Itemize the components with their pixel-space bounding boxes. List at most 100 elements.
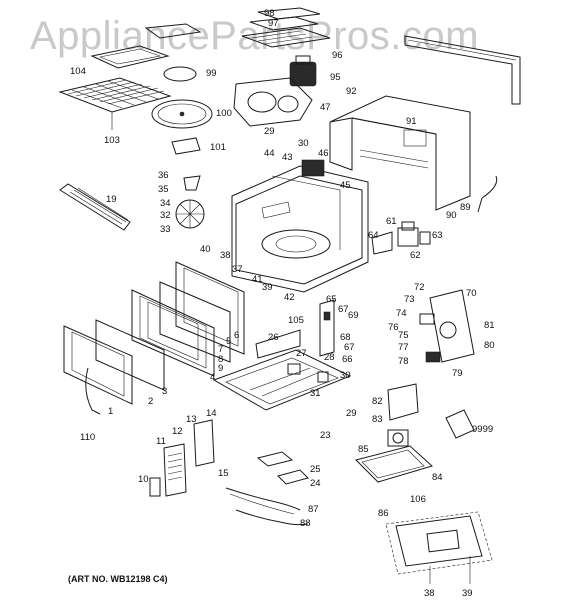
light-lens: [256, 451, 309, 485]
callout-68: 68: [340, 332, 351, 343]
callout-1: 1: [108, 406, 113, 417]
callout-38b: 38: [424, 588, 435, 599]
control-panel: [149, 419, 215, 497]
callout-42: 42: [284, 292, 295, 303]
outer-case: [329, 95, 471, 211]
grease-filter-stack: [241, 7, 331, 48]
door-choke: [95, 319, 165, 391]
callout-3: 3: [162, 386, 167, 397]
callout-9: 9: [218, 363, 223, 374]
callout-63: 63: [432, 230, 443, 241]
callout-67b: 67: [344, 342, 355, 353]
oven-rack: [58, 77, 172, 130]
callout-39b: 39: [462, 588, 473, 599]
callout-95: 95: [330, 72, 341, 83]
callout-90: 90: [446, 210, 457, 221]
callout-36: 36: [158, 170, 169, 181]
callout-62: 62: [410, 250, 421, 261]
callout-79: 79: [452, 368, 463, 379]
callout-32: 32: [160, 210, 171, 221]
callout-96: 96: [332, 50, 343, 61]
callout-80: 80: [484, 340, 495, 351]
callout-66: 66: [342, 354, 353, 365]
callout-2: 2: [148, 396, 153, 407]
callout-19: 19: [106, 194, 117, 205]
door-outer: [63, 325, 133, 405]
door-inner-frame: [175, 261, 245, 355]
callout-31: 31: [310, 388, 321, 399]
door-panel: [131, 289, 215, 377]
callout-100: 100: [216, 108, 232, 119]
roller-ring: [163, 66, 197, 82]
callout-27: 27: [296, 348, 307, 359]
callout-99: 99: [206, 68, 217, 79]
callout-8: 8: [218, 354, 223, 365]
callout-34: 34: [160, 198, 171, 209]
callout-47: 47: [320, 102, 331, 113]
callout-30a: 30: [298, 138, 309, 149]
callout-15: 15: [218, 468, 229, 479]
callout-91: 91: [406, 116, 417, 127]
callout-67a: 67: [338, 304, 349, 315]
callout-14: 14: [206, 408, 217, 419]
stirrer-blade: [175, 175, 205, 229]
callout-73: 73: [404, 294, 415, 305]
callout-69: 69: [348, 310, 359, 321]
callout-43: 43: [282, 152, 293, 163]
mounting-bracket: [404, 35, 521, 105]
callout-38a: 38: [220, 250, 231, 261]
callout-74: 74: [396, 308, 407, 319]
callout-41: 41: [252, 274, 263, 285]
control-frame: [419, 289, 475, 363]
callout-7: 7: [218, 344, 223, 355]
callout-81: 81: [484, 320, 495, 331]
turntable-tray: [151, 99, 213, 129]
callout-86: 86: [378, 508, 389, 519]
callout-88: 88: [300, 518, 311, 529]
callout-85: 85: [358, 444, 369, 455]
callout-82: 82: [372, 396, 383, 407]
fan-motor: [289, 55, 317, 87]
callout-87: 87: [308, 504, 319, 515]
callout-77: 77: [398, 342, 409, 353]
callout-5: 5: [226, 336, 231, 347]
charcoal-filter: [144, 23, 202, 39]
art-number: (ART NO. WB12198 C4): [68, 574, 168, 584]
callout-37: 37: [232, 264, 243, 275]
wire-harness: [225, 487, 309, 526]
instruction-card: [171, 137, 201, 155]
callout-35: 35: [158, 184, 169, 195]
callout-6: 6: [234, 330, 239, 341]
callout-11: 11: [156, 436, 166, 447]
callout-4: 4: [210, 372, 215, 383]
callout-72: 72: [414, 282, 425, 293]
callout-76: 76: [388, 322, 399, 333]
callout-106: 106: [410, 494, 426, 505]
vent-fan-assembly: [233, 77, 313, 127]
base-plate: [212, 349, 352, 411]
literature-envelope: [445, 409, 475, 439]
latch-board: [255, 329, 329, 383]
callout-29b: 29: [346, 408, 357, 419]
callout-12: 12: [172, 426, 183, 437]
callout-78: 78: [398, 356, 409, 367]
callout-89: 89: [460, 202, 471, 213]
callout-103: 103: [104, 135, 120, 146]
callout-98: 98: [264, 8, 275, 19]
high-voltage-transformer: [387, 429, 409, 447]
callout-64: 64: [368, 230, 379, 241]
interlock-switch-bracket: [319, 299, 335, 357]
callout-75: 75: [398, 330, 409, 341]
callout-61: 61: [386, 216, 397, 227]
magnetron: [371, 221, 431, 255]
callout-65: 65: [326, 294, 337, 305]
base-pan: [355, 445, 433, 483]
callout-83: 83: [372, 414, 383, 425]
door-handle: [85, 367, 101, 415]
callout-46: 46: [318, 148, 329, 159]
callout-39a: 39: [262, 282, 273, 293]
callout-105: 105: [288, 315, 304, 326]
power-cord: [477, 175, 498, 213]
